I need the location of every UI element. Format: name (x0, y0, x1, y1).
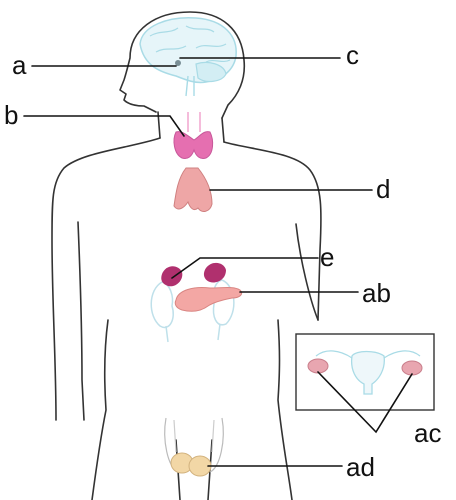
left-kidney (150, 281, 174, 329)
uterus (350, 350, 385, 395)
right-adrenal (203, 262, 226, 283)
head-outline (119, 11, 246, 119)
thymus-shape (173, 167, 213, 212)
label-e: e (320, 242, 334, 272)
spermatic-cords (173, 419, 215, 453)
label-ac: ac (414, 418, 441, 448)
left-ovary (307, 358, 329, 374)
trachea-tube (187, 112, 201, 132)
label-d: d (376, 174, 390, 204)
arm-inner-right (295, 223, 319, 321)
fallopian-tubes (315, 350, 421, 359)
brain-stem (185, 75, 195, 97)
leader-ac (317, 371, 413, 434)
ureters (165, 323, 221, 343)
label-b: b (4, 100, 18, 130)
brain (139, 17, 237, 97)
pituitary-gland (175, 60, 181, 66)
leader-e (171, 257, 319, 279)
arm-inner-left (77, 221, 85, 421)
left-adrenal (161, 266, 183, 287)
testes (164, 417, 224, 477)
label-ad: ad (346, 452, 375, 482)
pancreas-shape (174, 287, 243, 312)
ovary-inset (295, 333, 435, 411)
label-a: a (12, 50, 27, 80)
waist-left (91, 319, 109, 500)
body-outline (51, 11, 322, 500)
torso-right-outline (223, 141, 322, 321)
waist-right (277, 319, 293, 500)
torso-left-outline (51, 137, 161, 421)
label-ab: ab (362, 278, 391, 308)
pancreas (174, 287, 243, 312)
right-ovary (401, 360, 423, 376)
thyroid-shape (173, 131, 214, 159)
adrenal-glands (161, 262, 226, 287)
leader-lines (23, 57, 413, 467)
brain-folds (149, 25, 231, 63)
thyroid-gland (173, 112, 214, 159)
labels: a b c d e ab ac ad (4, 40, 441, 482)
label-c: c (346, 40, 359, 70)
leader-b (23, 115, 185, 137)
thymus-gland (173, 167, 213, 212)
cerebellum (195, 61, 227, 83)
